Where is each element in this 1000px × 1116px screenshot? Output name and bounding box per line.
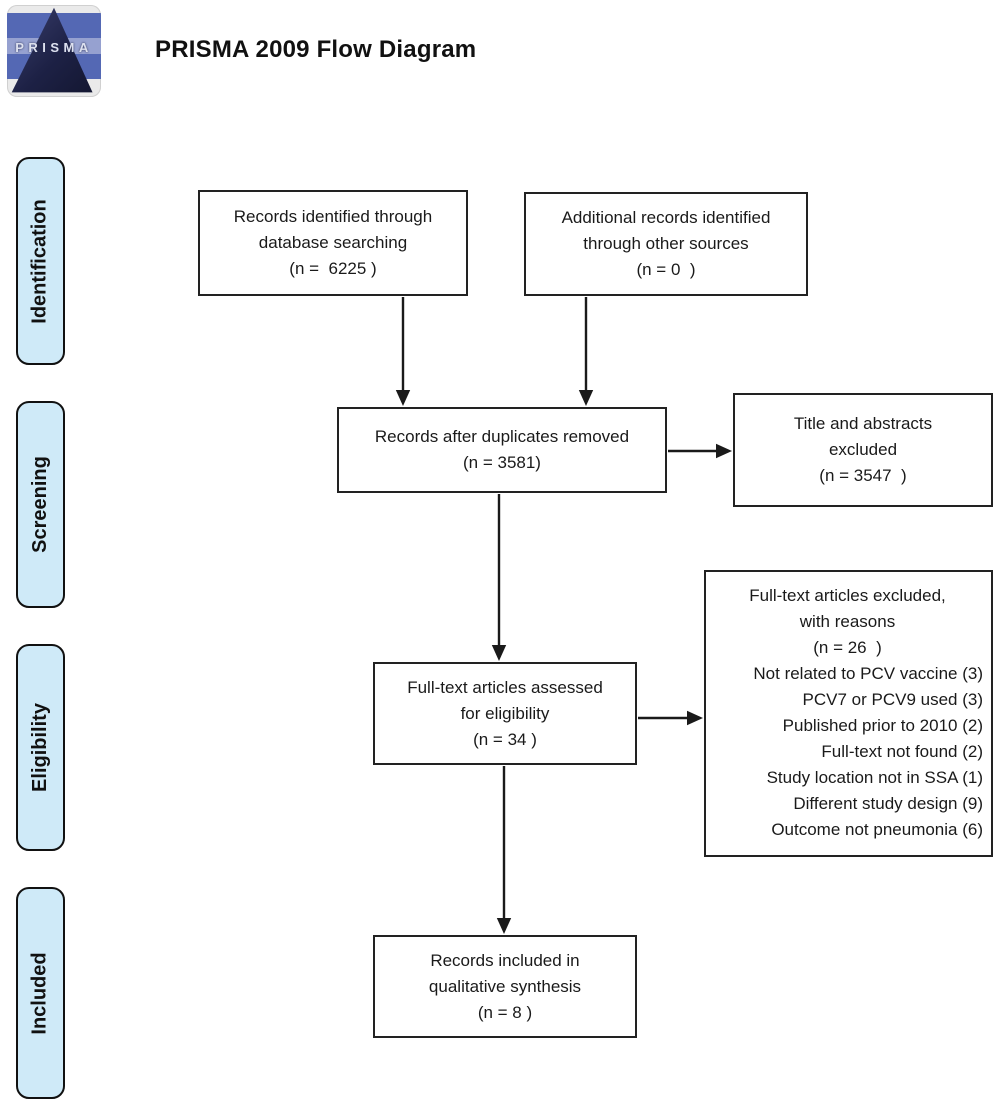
page-title: PRISMA 2009 Flow Diagram bbox=[155, 36, 477, 63]
arrow-fulltext-assessed-to-excluded bbox=[638, 710, 703, 726]
box-records-identified-database: Records identified through database sear… bbox=[198, 190, 468, 296]
stage-identification-label: Identification bbox=[29, 198, 52, 324]
arrow-other-sources-to-duplicates bbox=[578, 297, 594, 406]
stage-eligibility: Eligibility bbox=[16, 644, 65, 851]
prisma-logo: PRISMA bbox=[7, 5, 101, 97]
logo-wordmark: PRISMA bbox=[15, 40, 93, 56]
box-fulltext-excluded-reason-list: Not related to PCV vaccine (3) PCV7 or P… bbox=[753, 664, 983, 839]
box-records-included-qualitative: Records included in qualitative synthesi… bbox=[373, 935, 637, 1038]
stage-identification: Identification bbox=[16, 157, 65, 365]
stage-included: Included bbox=[16, 887, 65, 1099]
arrow-database-to-duplicates bbox=[395, 297, 411, 406]
box-title-abstracts-excluded-text: Title and abstracts excluded (n = 3547 ) bbox=[793, 414, 933, 485]
arrow-duplicates-to-title-abstracts-excluded bbox=[668, 443, 732, 459]
box-fulltext-assessed: Full-text articles assessed for eligibil… bbox=[373, 662, 637, 765]
box-fulltext-excluded-header: Full-text articles excluded, with reason… bbox=[749, 586, 946, 657]
box-additional-records-other-sources-text: Additional records identified through ot… bbox=[561, 208, 771, 279]
box-records-identified-database-text: Records identified through database sear… bbox=[233, 207, 433, 278]
stage-eligibility-label: Eligibility bbox=[29, 703, 51, 792]
box-records-after-duplicates-removed-text: Records after duplicates removed (n = 35… bbox=[374, 427, 630, 472]
arrow-fulltext-assessed-to-included bbox=[496, 766, 512, 934]
box-records-included-qualitative-text: Records included in qualitative synthesi… bbox=[428, 950, 582, 1022]
box-records-after-duplicates-removed: Records after duplicates removed (n = 35… bbox=[337, 407, 667, 493]
stage-screening: Screening bbox=[16, 401, 65, 608]
arrow-duplicates-to-fulltext-assessed bbox=[491, 494, 507, 661]
box-fulltext-excluded-reasons: Full-text articles excluded, with reason… bbox=[704, 570, 993, 857]
box-title-abstracts-excluded: Title and abstracts excluded (n = 3547 ) bbox=[733, 393, 993, 507]
stage-included-label: Included bbox=[29, 951, 52, 1035]
stage-screening-label: Screening bbox=[29, 456, 52, 553]
box-additional-records-other-sources: Additional records identified through ot… bbox=[524, 192, 808, 296]
box-fulltext-assessed-text: Full-text articles assessed for eligibil… bbox=[407, 677, 603, 749]
